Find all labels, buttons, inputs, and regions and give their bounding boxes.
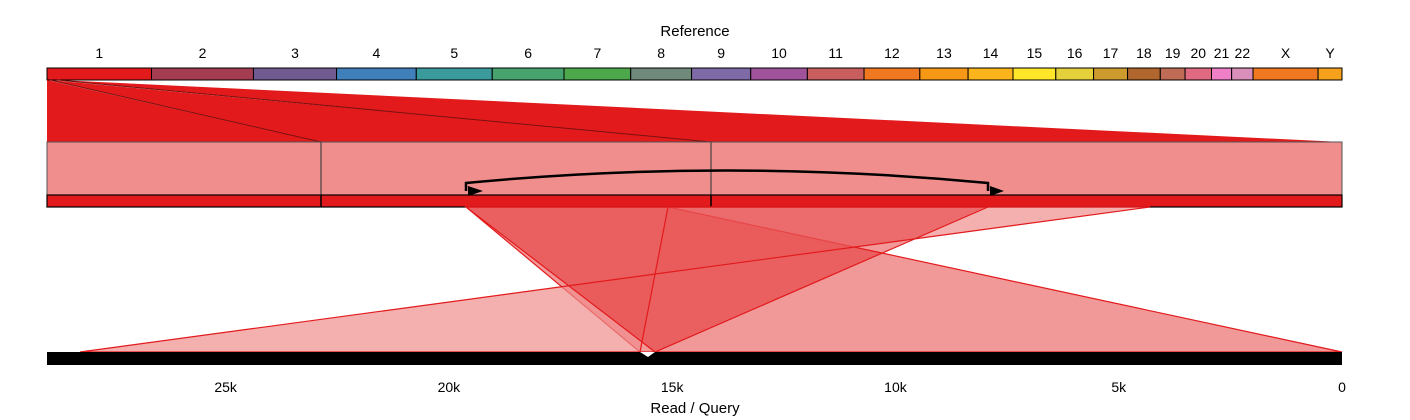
chromosome-label-6: 6 <box>524 45 532 61</box>
zoom-chromosome-bar[interactable] <box>46 194 1343 208</box>
chromosome-segment-11[interactable] <box>806 67 865 81</box>
chromosome-segment-18[interactable] <box>1127 67 1161 81</box>
query-axis-title: Read / Query <box>650 400 740 417</box>
arc-arrow-right <box>990 186 1004 196</box>
chromosome-label-13: 13 <box>936 45 952 61</box>
chromosome-label-20: 20 <box>1190 45 1206 61</box>
chromosome-label-15: 15 <box>1027 45 1043 61</box>
alignment-ribbon-3[interactable] <box>464 206 989 353</box>
chromosome-label-11: 11 <box>828 45 843 61</box>
chromosome-label-22: 22 <box>1235 45 1251 61</box>
chromosome-segment-21[interactable] <box>1210 67 1233 81</box>
chromosome-label-19: 19 <box>1165 45 1181 61</box>
chromosome-label-17: 17 <box>1103 45 1119 61</box>
chromosome-segment-15[interactable] <box>1012 67 1057 81</box>
chromosome-segment-7[interactable] <box>563 67 632 81</box>
chromosome-segment-14[interactable] <box>967 67 1014 81</box>
zoom-fan-region-3 <box>57 80 1342 142</box>
chromosome-label-21: 21 <box>1214 45 1230 61</box>
chromosome-label-7: 7 <box>593 45 601 61</box>
chromosome-segment-17[interactable] <box>1093 67 1129 81</box>
chromosome-label-10: 10 <box>771 45 787 61</box>
chromosome-segment-4[interactable] <box>336 67 417 81</box>
query-tick-label: 10k <box>884 379 908 395</box>
chromosome-segment-8[interactable] <box>630 67 693 81</box>
chromosome-label-16: 16 <box>1067 45 1083 61</box>
chromosome-label-2: 2 <box>199 45 207 61</box>
chromosome-segment-20[interactable] <box>1184 67 1212 81</box>
query-tick-label: 0 <box>1338 379 1346 395</box>
chromosome-segment-10[interactable] <box>750 67 808 81</box>
zoom-panel <box>46 141 1343 196</box>
zoom-fan <box>47 79 1342 143</box>
chromosome-label-5: 5 <box>450 45 458 61</box>
chromosome-segment-5[interactable] <box>415 67 493 81</box>
chromosome-label-8: 8 <box>657 45 665 61</box>
chromosome-label-1: 1 <box>95 45 103 61</box>
chromosome-segment-13[interactable] <box>919 67 969 81</box>
chromosome-segment-12[interactable] <box>863 67 921 81</box>
reference-title: Reference <box>660 23 729 40</box>
chromosome-segment-Y[interactable] <box>1317 67 1343 81</box>
chromosome-label-4: 4 <box>373 45 381 61</box>
chromosome-segment-16[interactable] <box>1055 67 1095 81</box>
chromosome-segment-22[interactable] <box>1231 67 1254 81</box>
chromosome-label-9: 9 <box>717 45 725 61</box>
chromosome-ideogram[interactable] <box>46 67 1343 81</box>
alignment-ribbons <box>79 206 1343 353</box>
query-tick-label: 15k <box>661 379 685 395</box>
zoomed-chromosome-1[interactable] <box>46 141 1343 208</box>
chromosome-label-Y: Y <box>1325 45 1335 61</box>
query-tick-label: 20k <box>438 379 462 395</box>
chromosome-label-3: 3 <box>291 45 299 61</box>
zoom-fan-edge <box>49 79 322 143</box>
zoom-fan-edge <box>56 79 712 143</box>
query-bar[interactable] <box>47 352 1342 365</box>
chromosome-segment-2[interactable] <box>150 67 254 81</box>
chromosome-segment-3[interactable] <box>252 67 338 81</box>
query-tick-label: 25k <box>214 379 238 395</box>
query-tick-label: 5k <box>1111 379 1127 395</box>
chromosome-segment-X[interactable] <box>1252 67 1319 81</box>
chromosome-label-X: X <box>1281 45 1291 61</box>
query-axis-ticks: 25k 20k 15k 10k 5k 0 <box>214 379 1346 395</box>
chromosome-segment-1[interactable] <box>46 67 152 81</box>
chromosome-label-14: 14 <box>983 45 999 61</box>
chromosome-segment-19[interactable] <box>1159 67 1186 81</box>
breakpoint-arc <box>464 169 990 191</box>
query-bar-notch <box>640 352 655 357</box>
chromosome-label-12: 12 <box>884 45 900 61</box>
chromosome-segment-9[interactable] <box>691 67 752 81</box>
arc-arrow-left <box>468 186 483 196</box>
chromosome-label-18: 18 <box>1136 45 1152 61</box>
chromosome-segment-6[interactable] <box>491 67 565 81</box>
